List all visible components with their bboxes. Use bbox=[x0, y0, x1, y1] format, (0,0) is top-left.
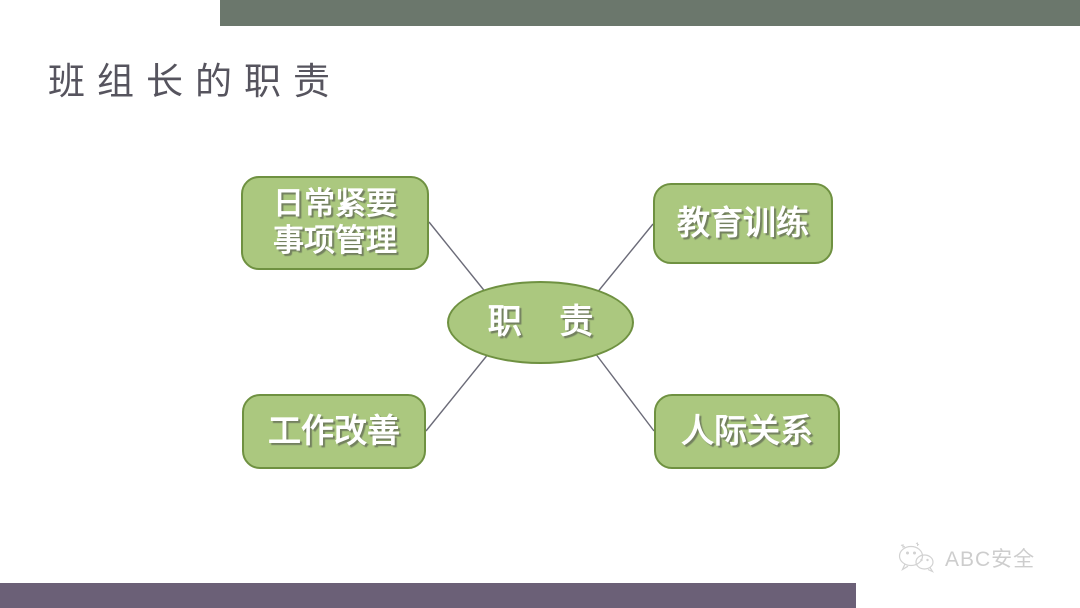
node-label: 职 责 bbox=[487, 303, 608, 342]
node-label: 教育训练 bbox=[677, 204, 809, 242]
node-education-training[interactable]: 教育训练 bbox=[653, 183, 833, 264]
page-title: 班组长的职责 bbox=[48, 61, 342, 102]
connector-relations bbox=[594, 352, 655, 432]
node-work-improvement[interactable]: 工作改善 bbox=[242, 394, 426, 469]
connector-education bbox=[595, 223, 654, 295]
wechat-logo-icon bbox=[898, 542, 935, 573]
node-daily-urgent-management[interactable]: 日常紧要 事项管理 bbox=[241, 176, 429, 270]
connector-daily bbox=[428, 221, 488, 295]
connector-improve bbox=[425, 352, 490, 432]
watermark-text: ABC安全 bbox=[945, 548, 1036, 571]
bottom-decor-bar bbox=[0, 583, 856, 608]
node-interpersonal-relations[interactable]: 人际关系 bbox=[654, 394, 840, 469]
node-label: 日常紧要 事项管理 bbox=[273, 186, 397, 258]
node-label: 工作改善 bbox=[268, 412, 400, 450]
node-label: 人际关系 bbox=[681, 412, 813, 450]
watermark: ABC安全 bbox=[897, 535, 1067, 581]
node-center-responsibility[interactable]: 职 责 bbox=[447, 281, 634, 364]
top-decor-bar bbox=[220, 0, 1080, 26]
